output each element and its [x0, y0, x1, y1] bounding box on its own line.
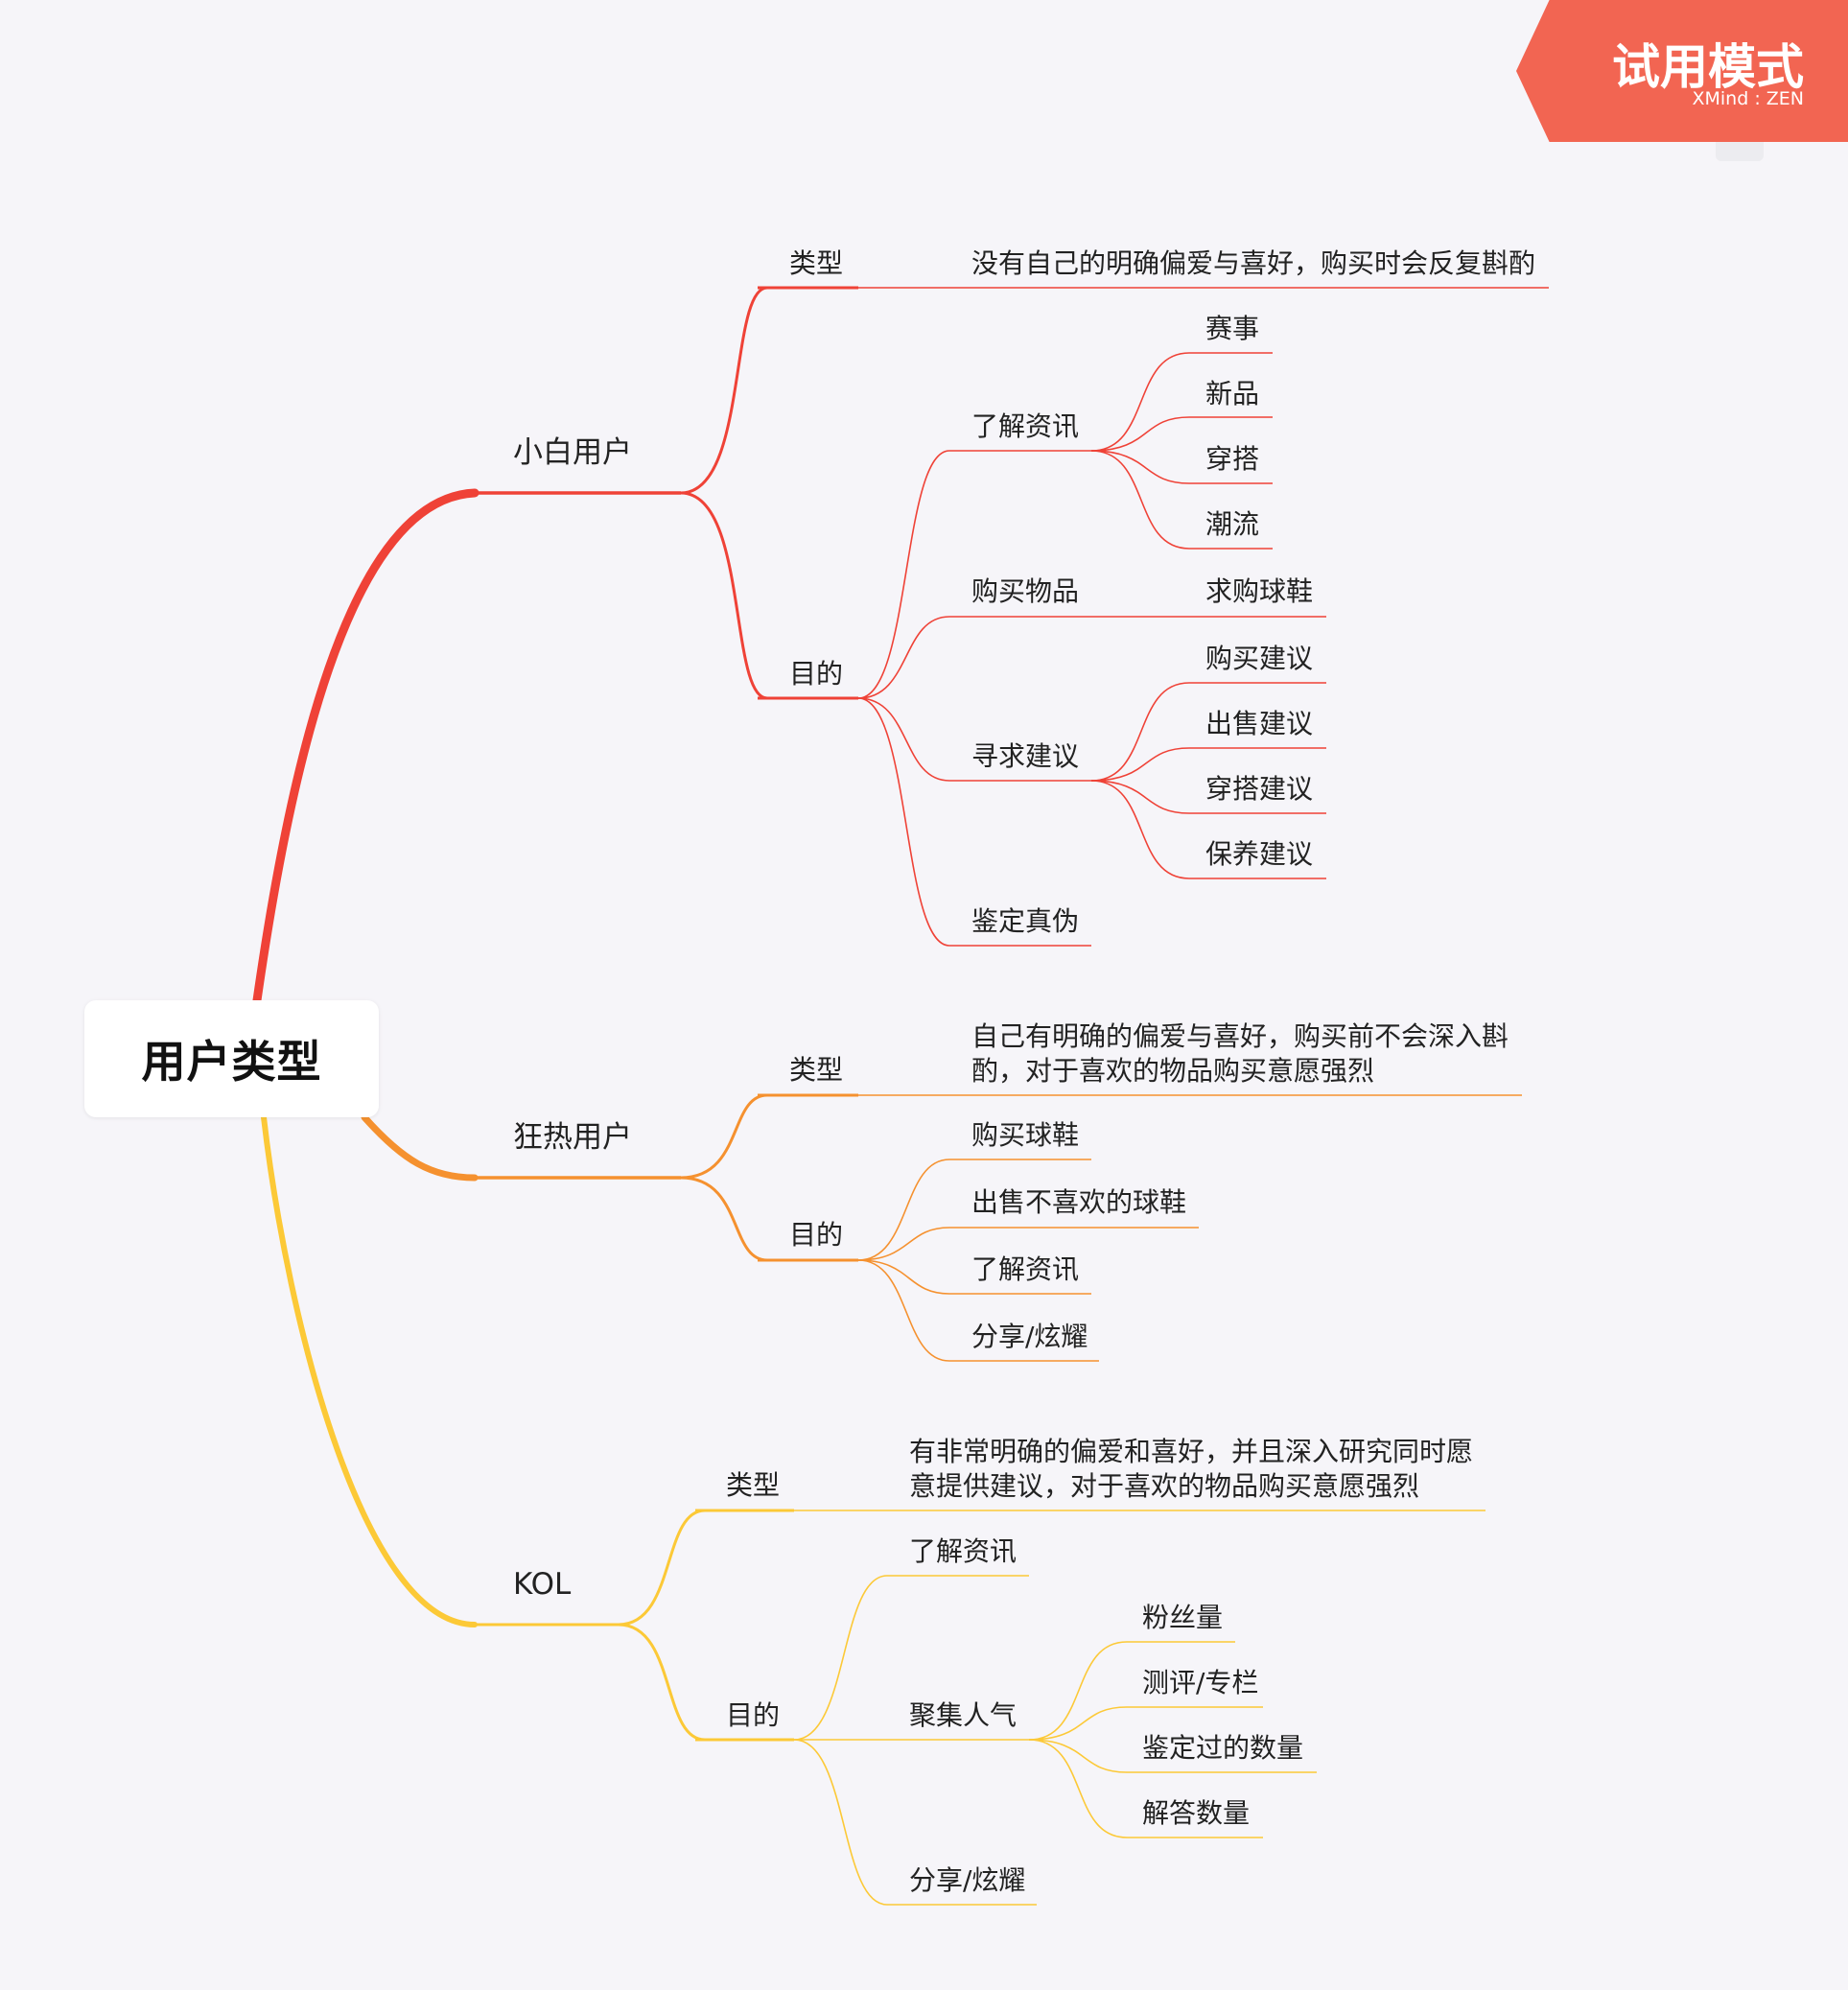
node-xiaobai-type-desc[interactable]: 没有自己的明确偏爱与喜好，购买时会反复斟酌: [971, 247, 1535, 279]
node-fanatic-purpose-1[interactable]: 出售不喜欢的球鞋: [971, 1186, 1186, 1218]
node-kol-popularity[interactable]: 聚集人气: [909, 1699, 1017, 1731]
badge-title: 试用模式: [1612, 39, 1804, 95]
branch-fanatic: 狂热用户 类型 自己有明确的偏爱与喜好，购买前不会深入斟 酌，对于喜欢的物品购买…: [475, 1020, 1522, 1362]
node-fanatic-type-desc-line2[interactable]: 酌，对于喜欢的物品购买意愿强烈: [971, 1055, 1374, 1087]
node-xiaobai[interactable]: 小白用户: [513, 435, 632, 470]
badge-subtitle: XMind : ZEN: [1692, 88, 1804, 109]
node-xiaobai-type[interactable]: 类型: [789, 247, 843, 279]
badge-background: [1516, 0, 1848, 142]
node-fanatic-purpose-0[interactable]: 购买球鞋: [971, 1119, 1079, 1151]
node-fanatic[interactable]: 狂热用户: [513, 1120, 632, 1155]
node-kol-type[interactable]: 类型: [726, 1469, 780, 1501]
node-xiaobai-advice[interactable]: 寻求建议: [971, 740, 1079, 772]
node-advice-outfit[interactable]: 穿搭建议: [1205, 773, 1313, 805]
node-fanatic-purpose[interactable]: 目的: [789, 1219, 843, 1251]
node-pop-auth-count[interactable]: 鉴定过的数量: [1142, 1732, 1303, 1764]
node-kol-share[interactable]: 分享/炫耀: [909, 1864, 1025, 1896]
root-node[interactable]: 用户类型: [84, 1000, 379, 1117]
node-info-new[interactable]: 新品: [1205, 378, 1259, 410]
node-kol-info[interactable]: 了解资讯: [909, 1535, 1017, 1567]
root-label: 用户类型: [141, 1036, 322, 1088]
node-buy-item[interactable]: 求购球鞋: [1205, 575, 1313, 607]
badge-tab: [1716, 142, 1764, 161]
node-advice-sell[interactable]: 出售建议: [1205, 708, 1313, 739]
node-xiaobai-buy[interactable]: 购买物品: [971, 575, 1079, 607]
node-pop-fans[interactable]: 粉丝量: [1142, 1602, 1223, 1633]
node-info-events[interactable]: 赛事: [1205, 313, 1259, 344]
trial-mode-badge[interactable]: 试用模式 XMind : ZEN: [1516, 0, 1848, 142]
branch-kol: KOL 类型 有非常明确的偏爱和喜好，并且深入研究同时愿 意提供建议，对于喜欢的…: [475, 1436, 1485, 1906]
node-fanatic-purpose-2[interactable]: 了解资讯: [971, 1253, 1079, 1285]
node-kol-purpose[interactable]: 目的: [726, 1699, 780, 1731]
node-advice-buy[interactable]: 购买建议: [1205, 643, 1313, 674]
node-info-outfit[interactable]: 穿搭: [1205, 443, 1259, 475]
node-fanatic-type-desc-line1[interactable]: 自己有明确的偏爱与喜好，购买前不会深入斟: [971, 1020, 1509, 1052]
node-advice-care[interactable]: 保养建议: [1205, 838, 1313, 870]
node-kol-type-desc-line2[interactable]: 意提供建议，对于喜欢的物品购买意愿强烈: [909, 1470, 1419, 1502]
branch-xiaobai: 小白用户 类型 没有自己的明确偏爱与喜好，购买时会反复斟酌 目的 了解资讯 赛事…: [475, 247, 1549, 947]
node-fanatic-type[interactable]: 类型: [789, 1054, 843, 1086]
node-pop-answers[interactable]: 解答数量: [1142, 1797, 1250, 1829]
node-kol-type-desc-line1[interactable]: 有非常明确的偏爱和喜好，并且深入研究同时愿: [909, 1436, 1473, 1467]
node-xiaobai-info[interactable]: 了解资讯: [971, 410, 1079, 442]
node-kol[interactable]: KOL: [513, 1567, 572, 1602]
node-xiaobai-purpose[interactable]: 目的: [789, 658, 843, 690]
node-fanatic-purpose-3[interactable]: 分享/炫耀: [971, 1321, 1088, 1352]
node-info-trend[interactable]: 潮流: [1205, 508, 1259, 540]
node-xiaobai-auth[interactable]: 鉴定真伪: [971, 905, 1079, 937]
node-pop-review[interactable]: 测评/专栏: [1142, 1667, 1258, 1698]
